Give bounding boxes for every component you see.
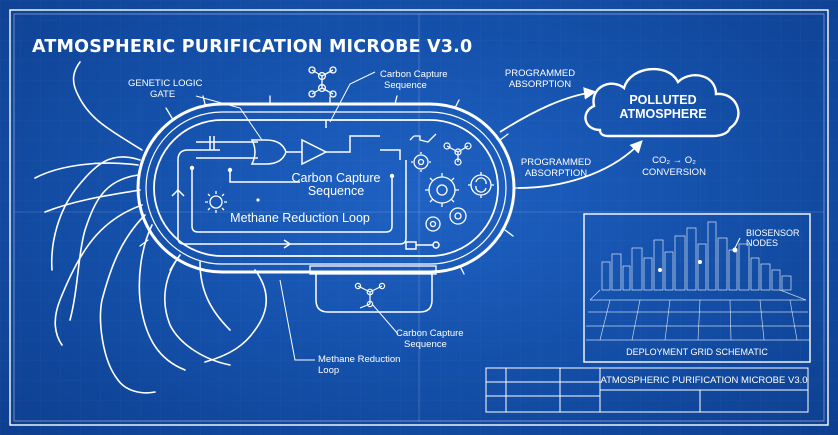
flagellum-5 [99, 214, 156, 394]
sun-icon [205, 191, 227, 213]
pod-rail [309, 265, 437, 275]
absorption-arrow-top [499, 87, 597, 133]
leader-carbon-bottom [371, 303, 399, 335]
top-molecule-icon [308, 66, 337, 98]
diagram-title: ATMOSPHERIC PURIFICATION MICROBE V3.0 [32, 37, 472, 57]
leader-carbon-top [329, 71, 376, 123]
flagellum-1 [72, 61, 143, 151]
leader-lines [195, 71, 741, 361]
cell-wall-middle [145, 111, 507, 265]
title-block-text: ATMOSPHERIC PURIFICATION MICROBE V3.0 [600, 375, 807, 386]
hexagon-grid [586, 289, 810, 341]
capacitor-symbol [209, 136, 215, 150]
leader-genetic-gate [195, 95, 263, 141]
inner-frame [13, 13, 825, 422]
label-genetic-logic-gate-2: GATE [150, 89, 175, 100]
gear-icon [425, 173, 459, 207]
polluted-atmosphere-cloud [584, 67, 740, 138]
label-carbon-capture-inner-1: Carbon Capture [292, 171, 381, 185]
label-co2-conversion-1: CO₂ → O₂ [652, 155, 696, 166]
absorption-arrow-bottom [517, 140, 643, 189]
circuit-arrow-right [283, 239, 291, 249]
label-programmed-absorption-top-2: ABSORPTION [509, 79, 571, 90]
right-wire [380, 149, 401, 160]
flagellum-7 [164, 254, 231, 366]
pod-chamber [315, 274, 433, 313]
label-deployment-grid: DEPLOYMENT GRID SCHEMATIC [626, 347, 768, 357]
label-biosensor-nodes-2: NODES [746, 238, 778, 248]
label-co2-conversion-2: CONVERSION [642, 167, 706, 178]
or-gate-symbol [250, 139, 287, 165]
genetic-circuit [171, 120, 440, 250]
label-biosensor-nodes-1: BIOSENSOR [746, 228, 800, 238]
flagellum-4 [54, 204, 143, 346]
cloud-title-line-1: POLLUTED [629, 93, 696, 107]
flagella [34, 61, 267, 394]
cycle-gear-icon [468, 172, 494, 198]
title-block [485, 367, 809, 413]
methane-loop-circuit [191, 168, 393, 233]
label-methane-reduction-bottom-2: Loop [318, 365, 339, 376]
small-gear-icon [411, 152, 431, 172]
label-programmed-absorption-mid-1: PROGRAMMED [521, 157, 591, 168]
pod-molecule-icon [354, 282, 386, 309]
flask-icon [409, 133, 437, 143]
flagellum-9 [204, 269, 267, 363]
label-methane-reduction-inner: Methane Reduction Loop [230, 211, 370, 225]
label-carbon-capture-top-2: Sequence [384, 80, 427, 91]
flagellum-11 [69, 174, 139, 321]
label-methane-reduction-bottom-1: Methane Reduction [318, 354, 400, 365]
gate-feedback-wire [229, 170, 300, 183]
flagellum-2 [34, 162, 139, 179]
bottom-gears-icon [425, 207, 467, 232]
circuit-nodes [189, 165, 395, 202]
label-programmed-absorption-top-1: PROGRAMMED [505, 68, 575, 79]
cloud-title-line-2: ATMOSPHERE [619, 107, 706, 121]
outer-loop-circuit [177, 160, 407, 245]
circuit-top-left [177, 149, 220, 161]
amplifier-symbol [301, 138, 328, 166]
circuit-arrow-up [171, 188, 185, 197]
amp-output-wire [326, 135, 380, 153]
label-programmed-absorption-mid-2: ABSORPTION [525, 168, 587, 179]
panel-frame [583, 213, 811, 363]
deployment-grid-panel [583, 213, 811, 363]
flagellum-6 [138, 224, 186, 371]
label-carbon-capture-bottom-1: Carbon Capture [396, 328, 464, 339]
biosensor-node-dots [658, 247, 738, 272]
bottom-pod [309, 265, 437, 313]
city-skyline [601, 221, 792, 291]
outer-frame [9, 9, 829, 426]
molecule-icon [443, 142, 472, 166]
leader-methane-bottom [279, 279, 315, 361]
label-carbon-capture-bottom-2: Sequence [404, 339, 447, 350]
flagellum-3 [44, 189, 141, 213]
leader-biosensor [734, 237, 741, 249]
label-carbon-capture-inner-2: Sequence [308, 184, 364, 198]
flagellum-10 [50, 156, 141, 271]
label-carbon-capture-top-1: Carbon Capture [380, 69, 448, 80]
label-genetic-logic-gate-1: GENETIC LOGIC [128, 78, 203, 89]
